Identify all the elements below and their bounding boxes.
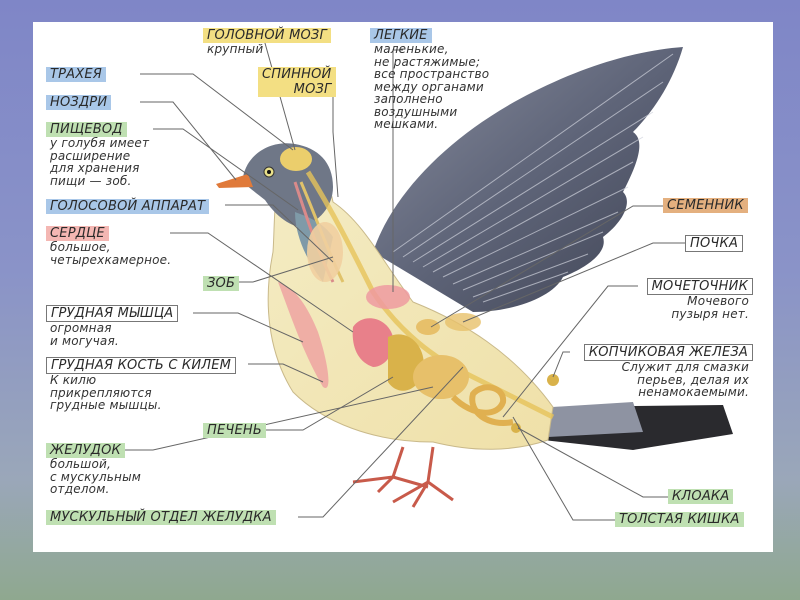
esophagus-desc: у голубя имеет расширение для хранения п… (46, 137, 149, 187)
desc-line: прикрепляются (50, 385, 152, 400)
desc-line: между органами (374, 79, 484, 94)
label-sternum: ГРУДНАЯ КОСТЬ С КИЛЕМ К килю прикрепляют… (46, 357, 237, 412)
label-brain: ГОЛОВНОЙ МОЗГ крупный (203, 28, 331, 56)
heart-desc: большое, четырехкамерное. (46, 241, 171, 266)
label-colon: ТОЛСТАЯ КИШКА (615, 512, 744, 527)
sternum-desc: К килю прикрепляются грудные мышцы. (46, 374, 236, 412)
desc-line: перьев, делая их (637, 372, 749, 387)
label-cloaca: КЛОАКА (668, 489, 734, 504)
desc-line: пузыря нет. (671, 306, 749, 321)
label-testis: СЕМЕННИК (663, 198, 748, 213)
uropygial-gland (547, 374, 559, 386)
beak (216, 174, 253, 188)
stomach (413, 355, 469, 399)
pigeon-illustration (114, 35, 733, 521)
label-gizzard-text: МУСКУЛЬНЫЙ ОТДЕЛ ЖЕЛУДКА (46, 510, 276, 525)
desc-line: с мускульным (50, 469, 142, 484)
label-uropygial-text: КОПЧИКОВАЯ ЖЕЛЕЗА (583, 344, 753, 361)
label-voice: ГОЛОСОВОЙ АППАРАТ (46, 199, 210, 214)
testis (416, 319, 440, 335)
label-stomach-text: ЖЕЛУДОК (46, 443, 125, 458)
label-spinal: СПИННОЙ МОЗГ (258, 67, 336, 97)
desc-line: К килю (50, 373, 97, 387)
label-nostrils: НОЗДРИ (46, 95, 112, 110)
label-kidney: ПОЧКА (685, 235, 744, 252)
label-crop: ЗОБ (203, 276, 240, 291)
desc-line: ненамокаемыми. (638, 385, 749, 399)
label-pectoral-text: ГРУДНАЯ МЫШЦА (46, 305, 179, 322)
label-heart: СЕРДЦЕ большое, четырехкамерное. (46, 226, 171, 266)
desc-line: заполнено (374, 92, 443, 106)
spinal-line: МОЗГ (293, 82, 332, 97)
label-liver-text: ПЕЧЕНЬ (203, 423, 267, 438)
legs (352, 446, 454, 508)
label-cloaca-text: КЛОАКА (668, 489, 734, 504)
label-trachea: ТРАХЕЯ (46, 67, 107, 82)
ureter-desc: Мочевого пузыря нет. (638, 295, 753, 320)
label-brain-text: ГОЛОВНОЙ МОЗГ (203, 28, 331, 43)
desc-line: воздушными (374, 104, 458, 119)
label-spinal-text: СПИННОЙ МОЗГ (258, 67, 336, 97)
desc-line: мешками. (374, 117, 439, 131)
label-kidney-text: ПОЧКА (685, 235, 744, 252)
label-nostrils-text: НОЗДРИ (46, 95, 112, 110)
label-lungs: ЛЕГКИЕ маленькие, не растяжимые; все про… (370, 28, 489, 131)
label-ureter-text: МОЧЕТОЧНИК (646, 278, 753, 295)
heart (352, 318, 394, 367)
uropygial-desc: Служит для смазки перьев, делая их ненам… (570, 361, 753, 399)
desc-line: не растяжимые; (374, 54, 481, 69)
spinal-line: СПИННОЙ (262, 67, 332, 82)
label-esophagus: ПИЩЕВОД у голубя имеет расширение для хр… (46, 122, 149, 187)
desc-line: у голубя имеет (50, 136, 150, 150)
desc-line: отделом. (50, 482, 110, 496)
crop (307, 222, 343, 282)
label-sternum-text: ГРУДНАЯ КОСТЬ С КИЛЕМ (46, 357, 237, 374)
desc-line: огромная (50, 321, 112, 335)
lungs (366, 285, 410, 309)
label-pectoral: ГРУДНАЯ МЫШЦА огромная и могучая. (46, 305, 179, 347)
label-colon-text: ТОЛСТАЯ КИШКА (615, 512, 744, 527)
desc-line: все пространство (374, 67, 490, 81)
diagram-panel: ТРАХЕЯ НОЗДРИ ПИЩЕВОД у голубя имеет рас… (33, 22, 773, 552)
desc-line: большое, (50, 240, 111, 254)
desc-line: и могучая. (50, 333, 119, 348)
desc-line: маленькие, (374, 42, 449, 56)
lungs-desc: маленькие, не растяжимые; все пространст… (370, 43, 489, 131)
label-ureter: МОЧЕТОЧНИК Мочевого пузыря нет. (638, 278, 753, 320)
desc-line: четырехкамерное. (50, 252, 172, 267)
pectoral-muscle (278, 282, 329, 388)
label-stomach: ЖЕЛУДОК большой, с мускульным отделом. (46, 443, 141, 496)
brain-desc: крупный (207, 42, 264, 56)
stomach-desc: большой, с мускульным отделом. (46, 458, 141, 496)
label-liver: ПЕЧЕНЬ (203, 423, 267, 438)
label-voice-text: ГОЛОСОВОЙ АППАРАТ (46, 199, 210, 214)
label-trachea-text: ТРАХЕЯ (46, 67, 107, 82)
desc-line: Служит для смазки (621, 360, 749, 374)
label-testis-text: СЕМЕННИК (663, 198, 748, 213)
brain (280, 147, 312, 171)
label-esophagus-text: ПИЩЕВОД (46, 122, 127, 137)
desc-line: пищи — зоб. (50, 173, 132, 188)
desc-line: большой, (50, 457, 112, 471)
label-heart-text: СЕРДЦЕ (46, 226, 109, 241)
desc-line: для хранения (50, 161, 140, 175)
desc-line: Мочевого (687, 294, 749, 308)
desc-line: расширение (50, 148, 131, 163)
desc-line: грудные мышцы. (50, 398, 162, 412)
label-crop-text: ЗОБ (203, 276, 240, 291)
pectoral-desc: огромная и могучая. (46, 322, 178, 347)
label-gizzard: МУСКУЛЬНЫЙ ОТДЕЛ ЖЕЛУДКА (46, 510, 276, 525)
label-lungs-text: ЛЕГКИЕ (370, 28, 432, 43)
label-uropygial: КОПЧИКОВАЯ ЖЕЛЕЗА Служит для смазки перь… (570, 344, 753, 399)
intestines (450, 384, 514, 426)
